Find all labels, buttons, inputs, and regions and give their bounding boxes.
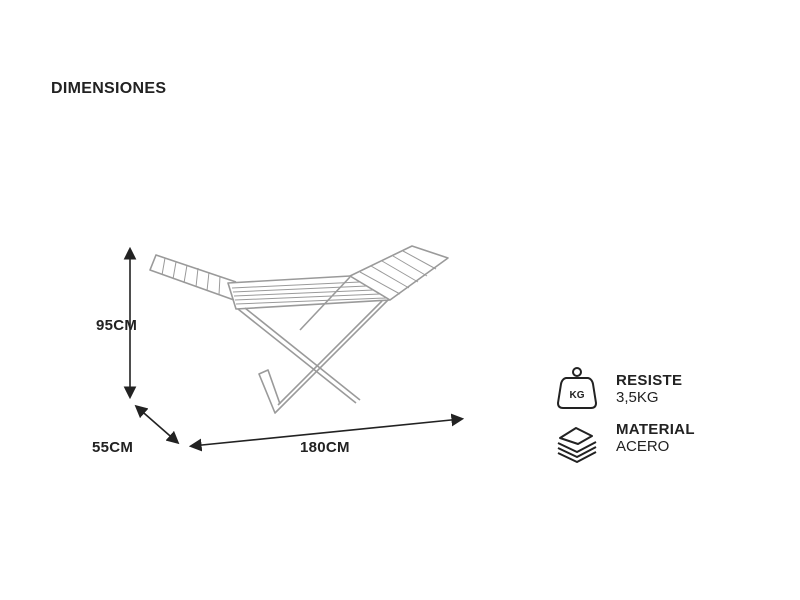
height-label: 95CM [96, 317, 138, 334]
depth-label: 55CM [92, 439, 134, 456]
section-title: DIMENSIONES [51, 80, 167, 97]
feature-material-value: ACERO [616, 438, 670, 455]
feature-load-value: 3,5KG [616, 389, 659, 406]
layers-icon [557, 427, 597, 463]
width-arrow [188, 413, 465, 452]
drying-rack-illustration [149, 245, 449, 414]
feature-material-label: MATERIAL [616, 421, 695, 438]
depth-arrow [134, 404, 180, 445]
feature-load-label: RESISTE [616, 372, 683, 389]
weight-kg-icon: KG [556, 367, 598, 409]
width-label: 180CM [300, 439, 350, 456]
svg-text:KG: KG [570, 390, 585, 401]
dimension-arrows [123, 246, 465, 452]
